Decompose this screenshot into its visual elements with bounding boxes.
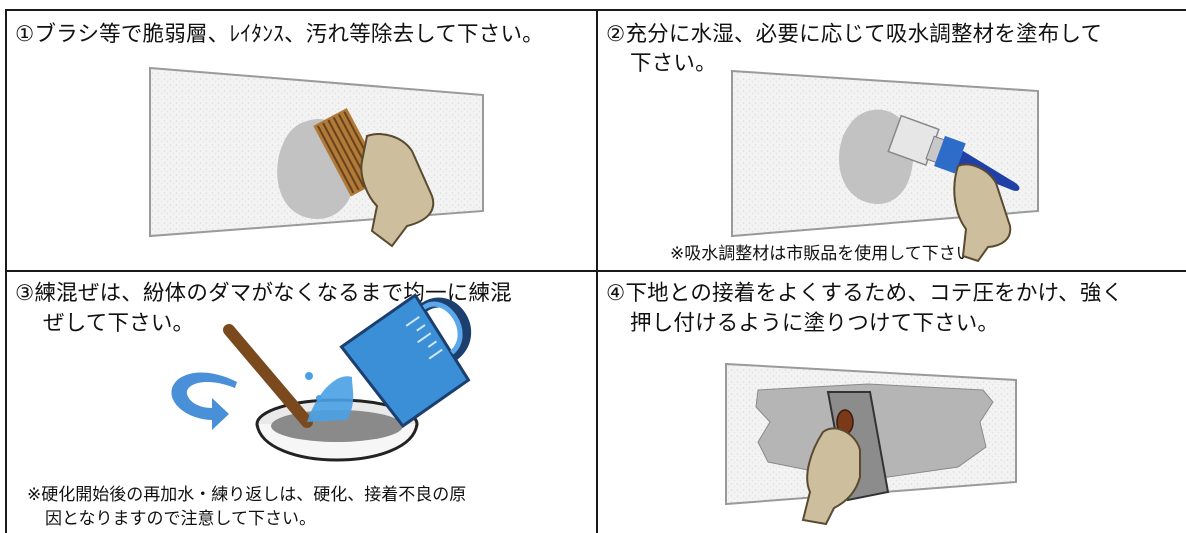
middle-rule [5,270,1186,272]
measuring-pitcher-icon [339,293,471,428]
step-4-caption-line2: 押し付けるように塗りつけて下さい。 [630,311,1000,336]
hand-icon [360,133,435,248]
primer-brush-illustration [731,69,1039,263]
panel-step-2: ②充分に水湿、必要に応じて吸水調整材を塗布して 下さい。 ※吸水調整材は市販品を… [598,11,1186,270]
paint-brush-icon [887,114,1020,191]
step-3-note-line1: ※硬化開始後の再加水・練り返しは、硬化、接着不良の原 [27,485,467,505]
step-2-caption-line2: 下さい。 [630,51,717,76]
hand-icon [953,163,1012,263]
rotation-arrow-icon [171,372,237,430]
water-splash [307,376,354,422]
step-1-caption: ①ブラシ等で脆弱層、ﾚｲﾀﾝｽ、汚れ等除去して下さい。 [15,22,544,47]
step-2-note: ※吸水調整材は市販品を使用して下さい。 [670,244,990,264]
panel-step-1: ①ブラシ等で脆弱層、ﾚｲﾀﾝｽ、汚れ等除去して下さい。 [7,11,596,270]
top-rule [5,9,1186,11]
panel-step-4: ④下地との接着をよくするため、コテ圧をかけ、強く 押し付けるように塗りつけて下さ… [598,272,1186,533]
brush-cleaning-illustration [149,66,484,248]
step-3-note-line2: 因となりますので注意して下さい。 [45,509,316,529]
step-2-caption-line1: ②充分に水湿、必要に応じて吸水調整材を塗布して [606,22,1103,47]
mixing-stick-icon [223,324,313,428]
step-4-caption-line1: ④下地との接着をよくするため、コテ圧をかけ、強く [606,281,1124,306]
panel-step-3: ③練混ぜは、紛体のダマがなくなるまで均一に練混 ぜして下さい。 ※硬化開始後の再… [7,272,596,533]
mixing-illustration [171,293,471,462]
trowel-illustration [725,362,1017,526]
hand-icon [801,427,861,526]
step-3-caption-line2: ぜして下さい。 [43,311,195,336]
